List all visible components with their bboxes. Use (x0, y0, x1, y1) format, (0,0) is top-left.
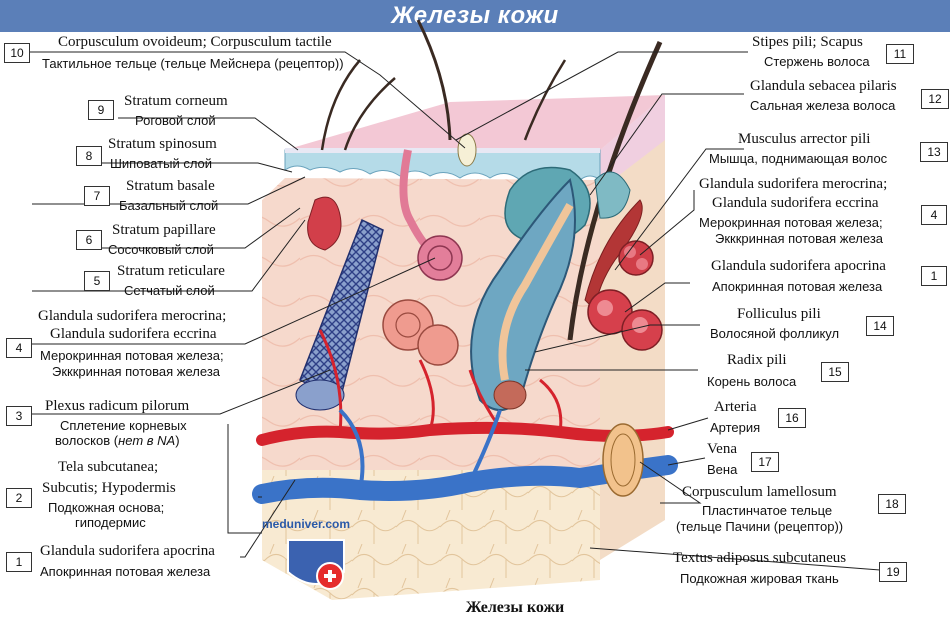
label-1-right-latin: Glandula sudorifera apocrina (711, 258, 886, 274)
label-3-russian-2: волосков (нет в NA) (55, 433, 180, 448)
label-number-8: 8 (76, 146, 102, 166)
eccrine-gland-left (307, 196, 342, 251)
figure-caption: Железы кожи (465, 599, 565, 616)
label-number-6: 6 (76, 230, 102, 250)
label-16-latin: Arteria (714, 399, 757, 415)
label-number-7: 7 (84, 186, 110, 206)
label-1-left-russian: Апокринная потовая железа (40, 564, 211, 579)
label-13-russian: Мышца, поднимающая волос (709, 151, 888, 166)
label-2-latin-2: Subcutis; Hypodermis (42, 480, 176, 496)
label-4-left-latin-1: Glandula sudorifera merocrina; (38, 308, 227, 324)
label-1-right-russian: Апокринная потовая железа (712, 279, 883, 294)
label-2-russian-2: гиподермис (75, 515, 146, 530)
label-7-russian: Базальный слой (119, 198, 219, 213)
label-13-latin: Musculus arrector pili (738, 131, 871, 147)
label-5-latin: Stratum reticulare (117, 263, 225, 279)
label-number-16: 16 (778, 408, 806, 428)
label-6-latin: Stratum papillare (112, 222, 216, 238)
label-number-18: 18 (878, 494, 906, 514)
label-12-latin: Glandula sebacea pilaris (750, 78, 897, 94)
label-number-11: 11 (886, 44, 914, 64)
label-number-4-left: 4 (6, 338, 32, 358)
watermark: meduniver.com (262, 517, 351, 531)
label-2-russian-1: Подкожная основа; (48, 500, 165, 515)
label-17-russian: Вена (707, 462, 738, 477)
label-number-14: 14 (866, 316, 894, 336)
label-1-left-latin: Glandula sudorifera apocrina (40, 543, 215, 559)
label-14-russian: Волосяной фолликул (710, 326, 840, 341)
eccrine-gland-right (618, 240, 654, 276)
label-16-russian: Артерия (710, 420, 761, 435)
label-number-19: 19 (879, 562, 907, 582)
label-18-latin: Corpusculum lamellosum (682, 484, 837, 500)
label-number-13: 13 (920, 142, 948, 162)
label-4-left-russian-2: Экккринная потовая железа (52, 364, 221, 379)
label-4-right-latin-2: Glandula sudorifera eccrina (712, 195, 879, 211)
label-number-9: 9 (88, 100, 114, 120)
label-5-russian: Сетчатый слой (124, 283, 215, 298)
label-4-right-latin-1: Glandula sudorifera merocrina; (699, 176, 888, 192)
label-4-right-russian-2: Экккринная потовая железа (715, 231, 884, 246)
label-number-15: 15 (821, 362, 849, 382)
sweat-gland-coil (417, 235, 463, 281)
pacinian-corpuscle (602, 423, 644, 497)
label-6-russian: Сосочковый слой (108, 242, 214, 257)
label-14-latin: Folliculus pili (737, 306, 821, 322)
label-11-russian: Стержень волоса (764, 54, 870, 69)
artery (256, 421, 674, 446)
label-number-4-right: 4 (921, 205, 947, 225)
label-10-latin: Corpusculum ovoideum; Corpusculum tactil… (58, 34, 332, 50)
label-4-left-latin-2: Glandula sudorifera eccrina (50, 326, 217, 342)
apocrine-gland-left (382, 299, 459, 366)
label-15-russian: Корень волоса (707, 374, 797, 389)
label-18-russian-2: (тельце Пачини (рецептор)) (676, 519, 844, 534)
label-8-russian: Шиповатый слой (110, 156, 213, 171)
fat-layer (262, 470, 600, 600)
label-15-latin: Radix pili (727, 352, 787, 368)
apocrine-gland-right (587, 289, 663, 351)
arrector-pili-muscle (584, 199, 643, 312)
label-number-1-left: 1 (6, 552, 32, 572)
label-11-latin: Stipes pili; Scapus (752, 34, 863, 50)
label-number-3: 3 (6, 406, 32, 426)
leader-lines (30, 51, 881, 571)
label-19-russian: Подкожная жировая ткань (680, 571, 839, 586)
label-number-2: 2 (6, 488, 32, 508)
label-number-5: 5 (84, 271, 110, 291)
label-4-left-russian-1: Мерокринная потовая железа; (40, 348, 224, 363)
label-3-russian-1: Сплетение корневых (60, 418, 187, 433)
label-number-10: 10 (4, 43, 30, 63)
label-2-latin-1: Tela subcutanea; (58, 459, 159, 475)
label-12-russian: Сальная железа волоса (750, 98, 896, 113)
label-3-latin: Plexus radicum pilorum (45, 398, 190, 414)
label-4-right-russian-1: Мерокринная потовая железа; (699, 215, 883, 230)
label-17-latin: Vena (707, 441, 737, 457)
title-bar: Железы кожи (0, 0, 950, 32)
label-9-russian: Роговой слой (135, 113, 216, 128)
label-number-17: 17 (751, 452, 779, 472)
label-9-latin: Stratum corneum (124, 93, 228, 109)
label-number-1-right: 1 (921, 266, 947, 286)
label-18-russian-1: Пластинчатое тельце (702, 503, 833, 518)
label-7-latin: Stratum basale (126, 178, 215, 194)
meduniver-logo (287, 539, 345, 590)
label-19-latin: Textus adiposus subcutaneus (673, 550, 847, 566)
label-number-12: 12 (921, 89, 949, 109)
skin-surface (285, 95, 665, 150)
label-10-russian: Тактильное тельце (тельце Мейснера (реце… (42, 56, 344, 71)
label-8-latin: Stratum spinosum (108, 136, 217, 152)
